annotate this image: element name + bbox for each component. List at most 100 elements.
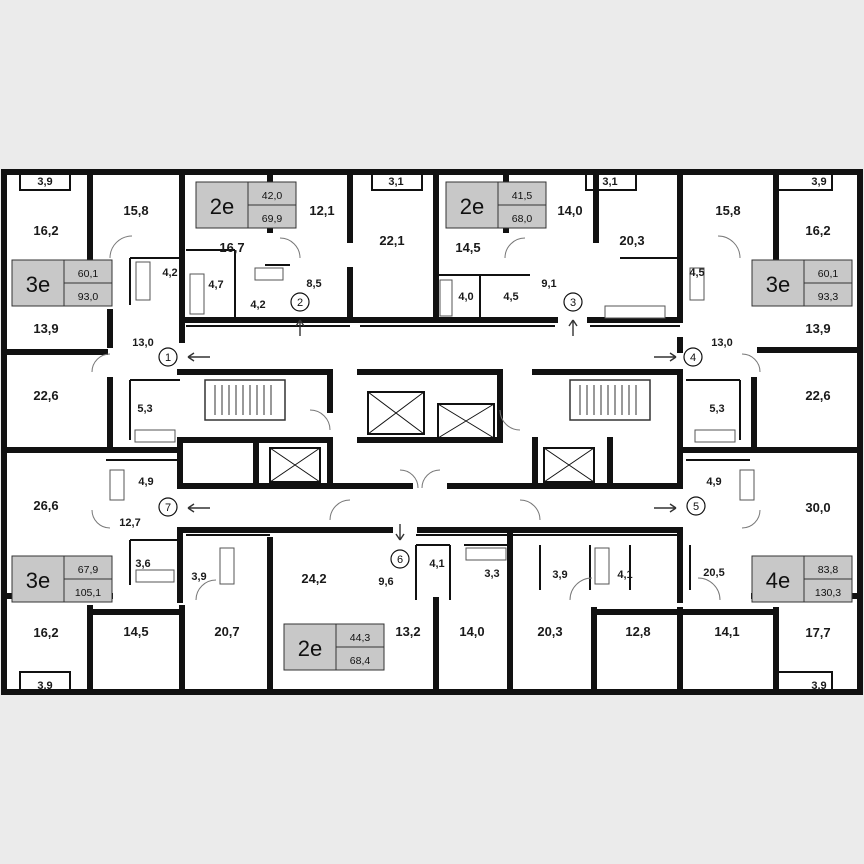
room-area: 13,9 (805, 321, 830, 336)
room-area: 4,1 (617, 569, 632, 581)
room-area: 4,1 (429, 558, 444, 570)
room-area: 4,7 (208, 279, 223, 291)
room-area: 20,7 (214, 624, 239, 639)
room-area: 9,6 (378, 576, 393, 588)
entrance-marker-2: 2 (290, 292, 310, 312)
apartment-total-area: 105,1 (75, 587, 101, 599)
partitions (106, 249, 750, 600)
room-area: 22,6 (805, 388, 830, 403)
room-area: 3,3 (484, 568, 499, 580)
apartment-living-area: 83,8 (818, 564, 839, 576)
apartment-living-area: 42,0 (262, 190, 283, 202)
entrance-number: 2 (297, 297, 303, 309)
entrance-marker-1: 1 (158, 347, 178, 367)
entrance-number: 7 (165, 502, 171, 514)
room-area: 20,3 (619, 233, 644, 248)
room-area: 14,0 (459, 624, 484, 639)
apartment-badge-3: 3e 60,1 93,3 (751, 259, 853, 307)
apartment-type: 2e (298, 636, 322, 661)
apartment-badge-1: 2e 42,0 69,9 (195, 181, 297, 229)
apartment-total-area: 69,9 (262, 213, 283, 225)
entrance-marker-5: 5 (686, 496, 706, 516)
door-swings (91, 235, 761, 601)
room-area: 3,1 (388, 176, 403, 188)
room-area: 20,5 (703, 567, 724, 579)
apartment-type: 3e (26, 568, 50, 593)
room-area: 4,5 (503, 291, 518, 303)
room-area: 15,8 (123, 203, 148, 218)
room-area: 16,7 (219, 240, 244, 255)
apartment-type: 2e (210, 194, 234, 219)
room-area: 14,1 (714, 624, 739, 639)
room-area: 13,0 (132, 337, 153, 349)
apartment-total-area: 93,0 (78, 291, 99, 303)
room-area: 9,1 (541, 278, 556, 290)
entrance-number: 1 (165, 352, 171, 364)
room-area: 30,0 (805, 500, 830, 515)
stairs (204, 379, 651, 421)
entrance-number: 6 (397, 554, 403, 566)
room-area: 3,9 (37, 680, 52, 692)
room-area: 13,2 (395, 624, 420, 639)
entrance-number: 4 (690, 352, 696, 364)
entrance-number: 5 (693, 501, 699, 513)
exit-arrows (187, 319, 677, 541)
room-area: 4,5 (689, 267, 704, 279)
room-area: 12,1 (309, 203, 334, 218)
room-area: 12,7 (119, 517, 140, 529)
apartment-total-area: 93,3 (818, 291, 839, 303)
room-area: 4,2 (250, 299, 265, 311)
room-area: 16,2 (33, 625, 58, 640)
room-area: 13,0 (711, 337, 732, 349)
elevators (269, 391, 595, 483)
room-area: 3,6 (135, 558, 150, 570)
room-area: 15,8 (715, 203, 740, 218)
apartment-living-area: 44,3 (350, 632, 371, 644)
room-area: 5,3 (709, 403, 724, 415)
entrance-marker-6: 6 (390, 549, 410, 569)
room-area: 14,5 (123, 624, 148, 639)
room-area: 4,2 (162, 267, 177, 279)
room-area: 4,0 (458, 291, 473, 303)
apartment-living-area: 60,1 (78, 268, 99, 280)
apartment-badge-4: 3e 67,9 105,1 (11, 555, 113, 603)
room-area: 8,5 (306, 278, 321, 290)
room-area: 26,6 (33, 498, 58, 513)
room-area: 5,3 (137, 403, 152, 415)
room-area: 3,9 (811, 176, 826, 188)
room-area: 12,8 (625, 624, 650, 639)
entrance-marker-3: 3 (563, 292, 583, 312)
room-area: 17,7 (805, 625, 830, 640)
room-area: 22,1 (379, 233, 404, 248)
apartment-type: 3e (26, 272, 50, 297)
room-area: 4,9 (706, 476, 721, 488)
room-area: 14,0 (557, 203, 582, 218)
apartment-type: 2e (460, 194, 484, 219)
apartment-type: 4e (766, 568, 790, 593)
outer-walls (1, 169, 863, 695)
apartment-badge-6: 4e 83,8 130,3 (751, 555, 853, 603)
apartment-badge-2: 2e 41,5 68,0 (445, 181, 547, 229)
apartment-living-area: 67,9 (78, 564, 99, 576)
room-area: 13,9 (33, 321, 58, 336)
apartment-total-area: 68,4 (350, 655, 371, 667)
room-area: 16,2 (33, 223, 58, 238)
room-area: 14,5 (455, 240, 480, 255)
entrance-number: 3 (570, 297, 576, 309)
room-area: 3,9 (552, 569, 567, 581)
room-area: 20,3 (537, 624, 562, 639)
entrance-marker-7: 7 (158, 497, 178, 517)
room-labels: 3,9 16,2 15,8 4,2 13,9 13,0 22,6 5,3 16,… (33, 176, 830, 692)
room-area: 24,2 (301, 571, 326, 586)
room-area: 4,9 (138, 476, 153, 488)
fixtures (109, 261, 755, 585)
apartment-badge-0: 3e 60,1 93,0 (11, 259, 113, 307)
room-area: 3,9 (811, 680, 826, 692)
entrance-marker-4: 4 (683, 347, 703, 367)
apartment-badge-5: 2e 44,3 68,4 (283, 623, 385, 671)
apartment-living-area: 60,1 (818, 268, 839, 280)
apartment-total-area: 68,0 (512, 213, 533, 225)
apartment-type: 3e (766, 272, 790, 297)
